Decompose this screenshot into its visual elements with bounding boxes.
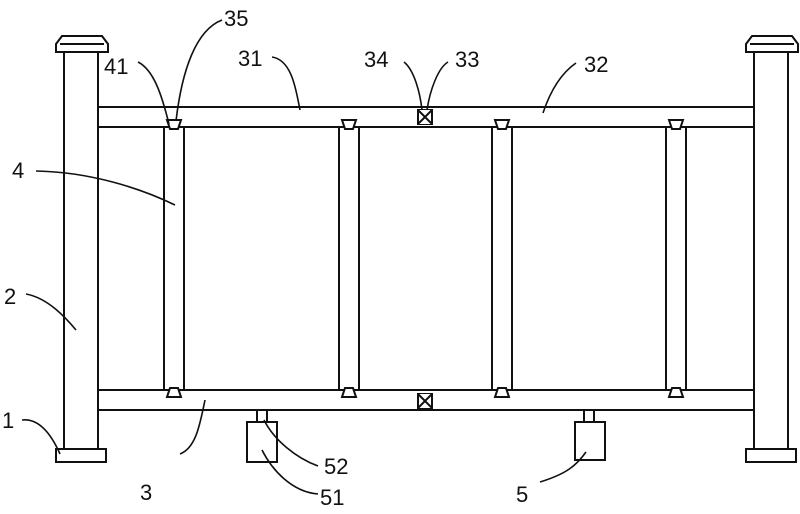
leader-33 bbox=[426, 61, 449, 111]
label-35: 35 bbox=[224, 6, 248, 31]
support-left bbox=[246, 409, 278, 463]
support-right bbox=[574, 409, 606, 461]
left-post bbox=[55, 35, 109, 463]
right-post bbox=[745, 35, 799, 463]
leader-5 bbox=[539, 451, 587, 483]
bottom-connector-1 bbox=[165, 387, 183, 398]
vertical-bar-4 bbox=[665, 126, 687, 391]
label-41: 41 bbox=[104, 54, 128, 79]
top-connector-2 bbox=[340, 119, 358, 130]
top-connector-3 bbox=[493, 119, 511, 130]
label-32: 32 bbox=[584, 52, 608, 77]
label-3: 3 bbox=[140, 480, 152, 505]
bottom-connector-4 bbox=[667, 387, 685, 398]
label-34: 34 bbox=[364, 47, 388, 72]
leader-41 bbox=[137, 61, 170, 125]
label-4: 4 bbox=[12, 158, 24, 183]
leader-1 bbox=[21, 419, 61, 455]
label-31: 31 bbox=[238, 46, 262, 71]
leader-3 bbox=[179, 399, 206, 455]
vertical-bar-3 bbox=[491, 126, 513, 391]
left-post-base bbox=[55, 448, 107, 463]
top-connector-4 bbox=[667, 119, 685, 130]
right-post-shaft bbox=[753, 51, 789, 450]
left-post-shaft bbox=[63, 51, 99, 450]
leader-35 bbox=[175, 19, 223, 122]
leader-34 bbox=[403, 61, 423, 111]
leader-31 bbox=[271, 56, 301, 111]
label-2: 2 bbox=[4, 284, 16, 309]
leader-51 bbox=[261, 449, 319, 495]
label-52: 52 bbox=[324, 454, 348, 479]
label-51: 51 bbox=[320, 485, 344, 510]
label-33: 33 bbox=[455, 47, 479, 72]
bottom-connector-2 bbox=[340, 387, 358, 398]
bottom-connector-3 bbox=[493, 387, 511, 398]
leader-4 bbox=[35, 170, 176, 206]
leader-32 bbox=[542, 62, 577, 114]
leader-2 bbox=[25, 293, 77, 331]
vertical-bar-2 bbox=[338, 126, 360, 391]
bottom-splice-joint bbox=[417, 393, 433, 409]
label-5: 5 bbox=[516, 482, 528, 507]
label-1: 1 bbox=[2, 408, 14, 433]
top-splice-joint bbox=[417, 109, 433, 125]
right-post-base bbox=[745, 448, 797, 463]
leader-52 bbox=[263, 419, 319, 467]
vertical-bar-1 bbox=[163, 126, 185, 391]
